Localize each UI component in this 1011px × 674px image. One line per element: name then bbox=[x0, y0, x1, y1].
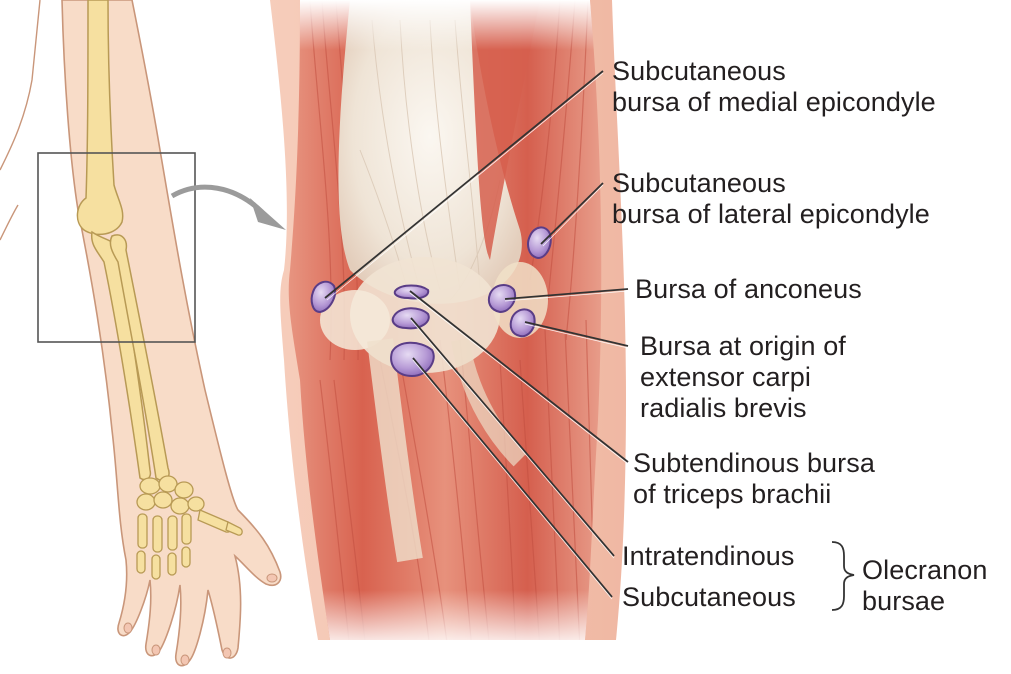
label-line: Subtendinous bursa bbox=[633, 448, 875, 479]
label-olecranon-bursae: Olecranon bursae bbox=[862, 555, 987, 617]
label-line: radialis brevis bbox=[640, 393, 846, 424]
label-intratendinous: Intratendinous bbox=[622, 541, 795, 572]
label-line: bursa of lateral epicondyle bbox=[612, 199, 930, 230]
label-line: bursae bbox=[862, 586, 987, 617]
label-bursa-of-anconeus: Bursa of anconeus bbox=[635, 274, 862, 305]
label-line: extensor carpi bbox=[640, 362, 846, 393]
label-line: Bursa of anconeus bbox=[635, 274, 862, 305]
label-subcutaneous-bursa-lateral-epicondyle: Subcutaneous bursa of lateral epicondyle bbox=[612, 168, 930, 230]
label-line: Subcutaneous bbox=[612, 56, 936, 87]
bursa-subcutaneous-olecranon bbox=[391, 343, 434, 376]
label-subcutaneous-olecranon: Subcutaneous bbox=[622, 582, 796, 613]
torso-edge bbox=[0, 0, 40, 170]
bursa-lateral-epicondyle bbox=[528, 227, 551, 258]
label-line: of triceps brachii bbox=[633, 479, 875, 510]
label-line: Intratendinous bbox=[622, 541, 795, 572]
label-subtendinous-bursa-triceps: Subtendinous bursa of triceps brachii bbox=[633, 448, 875, 510]
label-line: Subcutaneous bbox=[612, 168, 930, 199]
label-bursa-ecrb-origin: Bursa at origin of extensor carpi radial… bbox=[640, 331, 846, 424]
label-line: Subcutaneous bbox=[622, 582, 796, 613]
label-line: bursa of medial epicondyle bbox=[612, 87, 936, 118]
label-subcutaneous-bursa-medial-epicondyle: Subcutaneous bursa of medial epicondyle bbox=[612, 56, 936, 118]
olecranon-brace bbox=[832, 542, 854, 610]
arm-overview bbox=[0, 0, 286, 666]
zoom-arrow bbox=[172, 187, 262, 212]
label-line: Olecranon bbox=[862, 555, 987, 586]
label-line: Bursa at origin of bbox=[640, 331, 846, 362]
